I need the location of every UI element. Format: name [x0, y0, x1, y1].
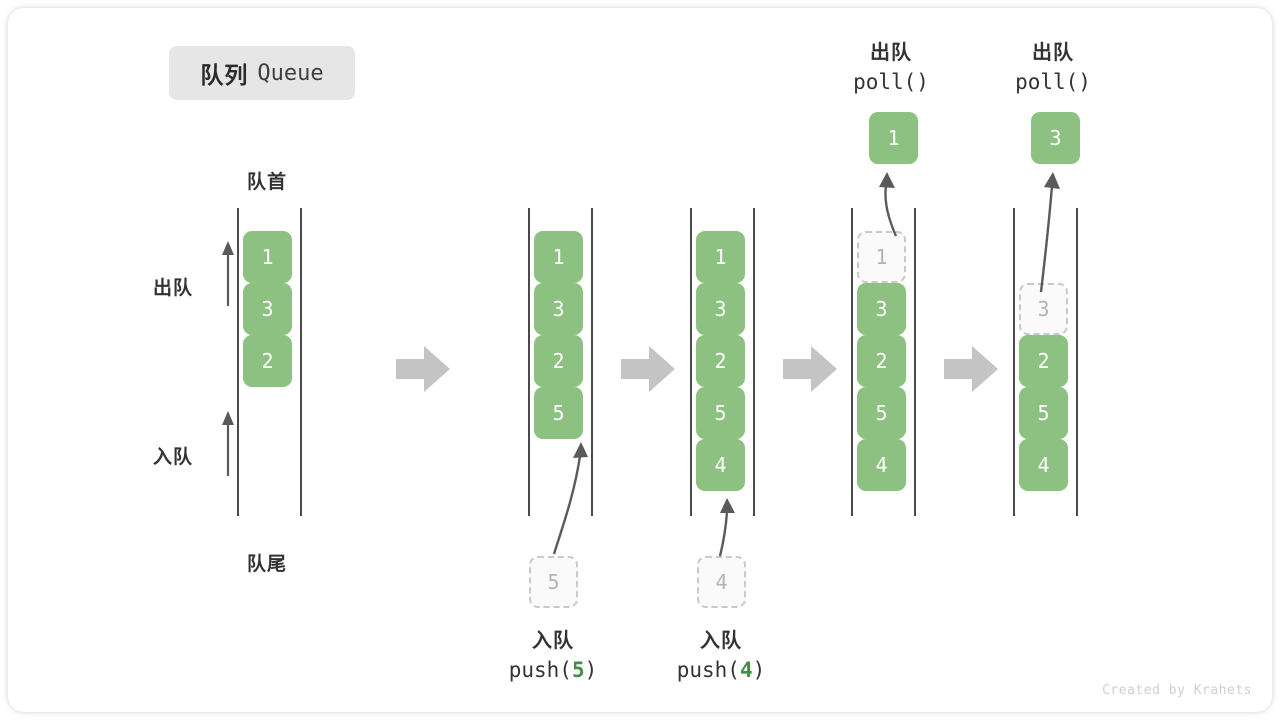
- outgoing-element: 3: [1031, 112, 1080, 164]
- stage-3-rail-left: [690, 208, 692, 516]
- poll-label-cn: 出队: [1032, 40, 1074, 64]
- label-queue-back: 队尾: [247, 553, 288, 575]
- cell: 3: [857, 283, 906, 335]
- stage-5-cells: 3 2 5 4: [1019, 231, 1068, 491]
- push-label-code: push(5): [508, 658, 598, 682]
- poll-label-code: poll(): [853, 70, 929, 94]
- poll-label-code: poll(): [1015, 70, 1091, 94]
- stage-3-cells: 1 3 2 5 4: [696, 231, 745, 491]
- cell: 2: [243, 335, 292, 387]
- cell: 3: [696, 283, 745, 335]
- stage-1-rail-left: [237, 208, 239, 516]
- cell: 4: [857, 439, 906, 491]
- cell: 5: [534, 387, 583, 439]
- transition-arrow-icon: [396, 346, 450, 392]
- push-label-cn: 入队: [532, 628, 574, 652]
- cell: 1: [696, 231, 745, 283]
- cell: 4: [1019, 439, 1068, 491]
- cell: 1: [534, 231, 583, 283]
- cell: 5: [696, 387, 745, 439]
- outgoing-element: 1: [869, 112, 918, 164]
- cell: 2: [696, 335, 745, 387]
- cell: 1: [243, 231, 292, 283]
- stage-5-top-label: 出队 poll(): [978, 38, 1128, 97]
- push-arrow-4: [718, 498, 735, 557]
- stage-1-rail-right: [300, 208, 302, 516]
- cell: 4: [696, 439, 745, 491]
- cell: 2: [1019, 335, 1068, 387]
- cell: 1: [857, 231, 906, 283]
- dequeue-direction-arrow: [222, 241, 234, 306]
- stage-4-rail-right: [914, 208, 916, 516]
- cell: 2: [857, 335, 906, 387]
- title-cn: 队列: [200, 63, 249, 89]
- transition-arrow-icon: [783, 346, 837, 392]
- stage-3-bottom-label: 入队 push(4): [646, 626, 796, 685]
- label-enqueue: 入队: [153, 446, 194, 468]
- stage-4-rail-left: [851, 208, 853, 516]
- poll-arrow-1: [879, 172, 898, 237]
- stage-2-rail-right: [591, 208, 593, 516]
- stage-5-rail-right: [1076, 208, 1078, 516]
- diagram-card: 队列 Queue 队首 队尾 出队 入队 1 3 2 1 3 2 5 5: [8, 8, 1272, 712]
- cell: 3: [243, 283, 292, 335]
- push-label-code: push(4): [676, 658, 766, 682]
- cell: 3: [1019, 283, 1068, 335]
- push-arrow-5: [552, 442, 588, 555]
- transition-arrow-icon: [621, 346, 675, 392]
- incoming-element-ghost: 4: [697, 556, 746, 608]
- watermark-credit: Created by Krahets: [1102, 683, 1252, 698]
- stage-2-cells: 1 3 2 5: [534, 231, 583, 439]
- poll-label-cn: 出队: [870, 40, 912, 64]
- cell: 5: [857, 387, 906, 439]
- diagram-title-chip: 队列 Queue: [169, 46, 355, 100]
- cell: 5: [1019, 387, 1068, 439]
- label-queue-front: 队首: [247, 171, 288, 193]
- poll-arrow-3: [1039, 172, 1060, 293]
- label-dequeue: 出队: [153, 277, 194, 299]
- title-en: Queue: [257, 60, 324, 86]
- stage-5-rail-left: [1013, 208, 1015, 516]
- push-label-cn: 入队: [700, 628, 742, 652]
- cell: 3: [534, 283, 583, 335]
- stage-1-cells: 1 3 2: [243, 231, 292, 387]
- stage-4-top-label: 出队 poll(): [816, 38, 966, 97]
- transition-arrow-icon: [944, 346, 998, 392]
- stage-2-bottom-label: 入队 push(5): [478, 626, 628, 685]
- stage-4-cells: 1 3 2 5 4: [857, 231, 906, 491]
- stage-3-rail-right: [753, 208, 755, 516]
- stage-2-rail-left: [528, 208, 530, 516]
- enqueue-direction-arrow: [222, 411, 234, 476]
- cell: 2: [534, 335, 583, 387]
- incoming-element-ghost: 5: [529, 556, 578, 608]
